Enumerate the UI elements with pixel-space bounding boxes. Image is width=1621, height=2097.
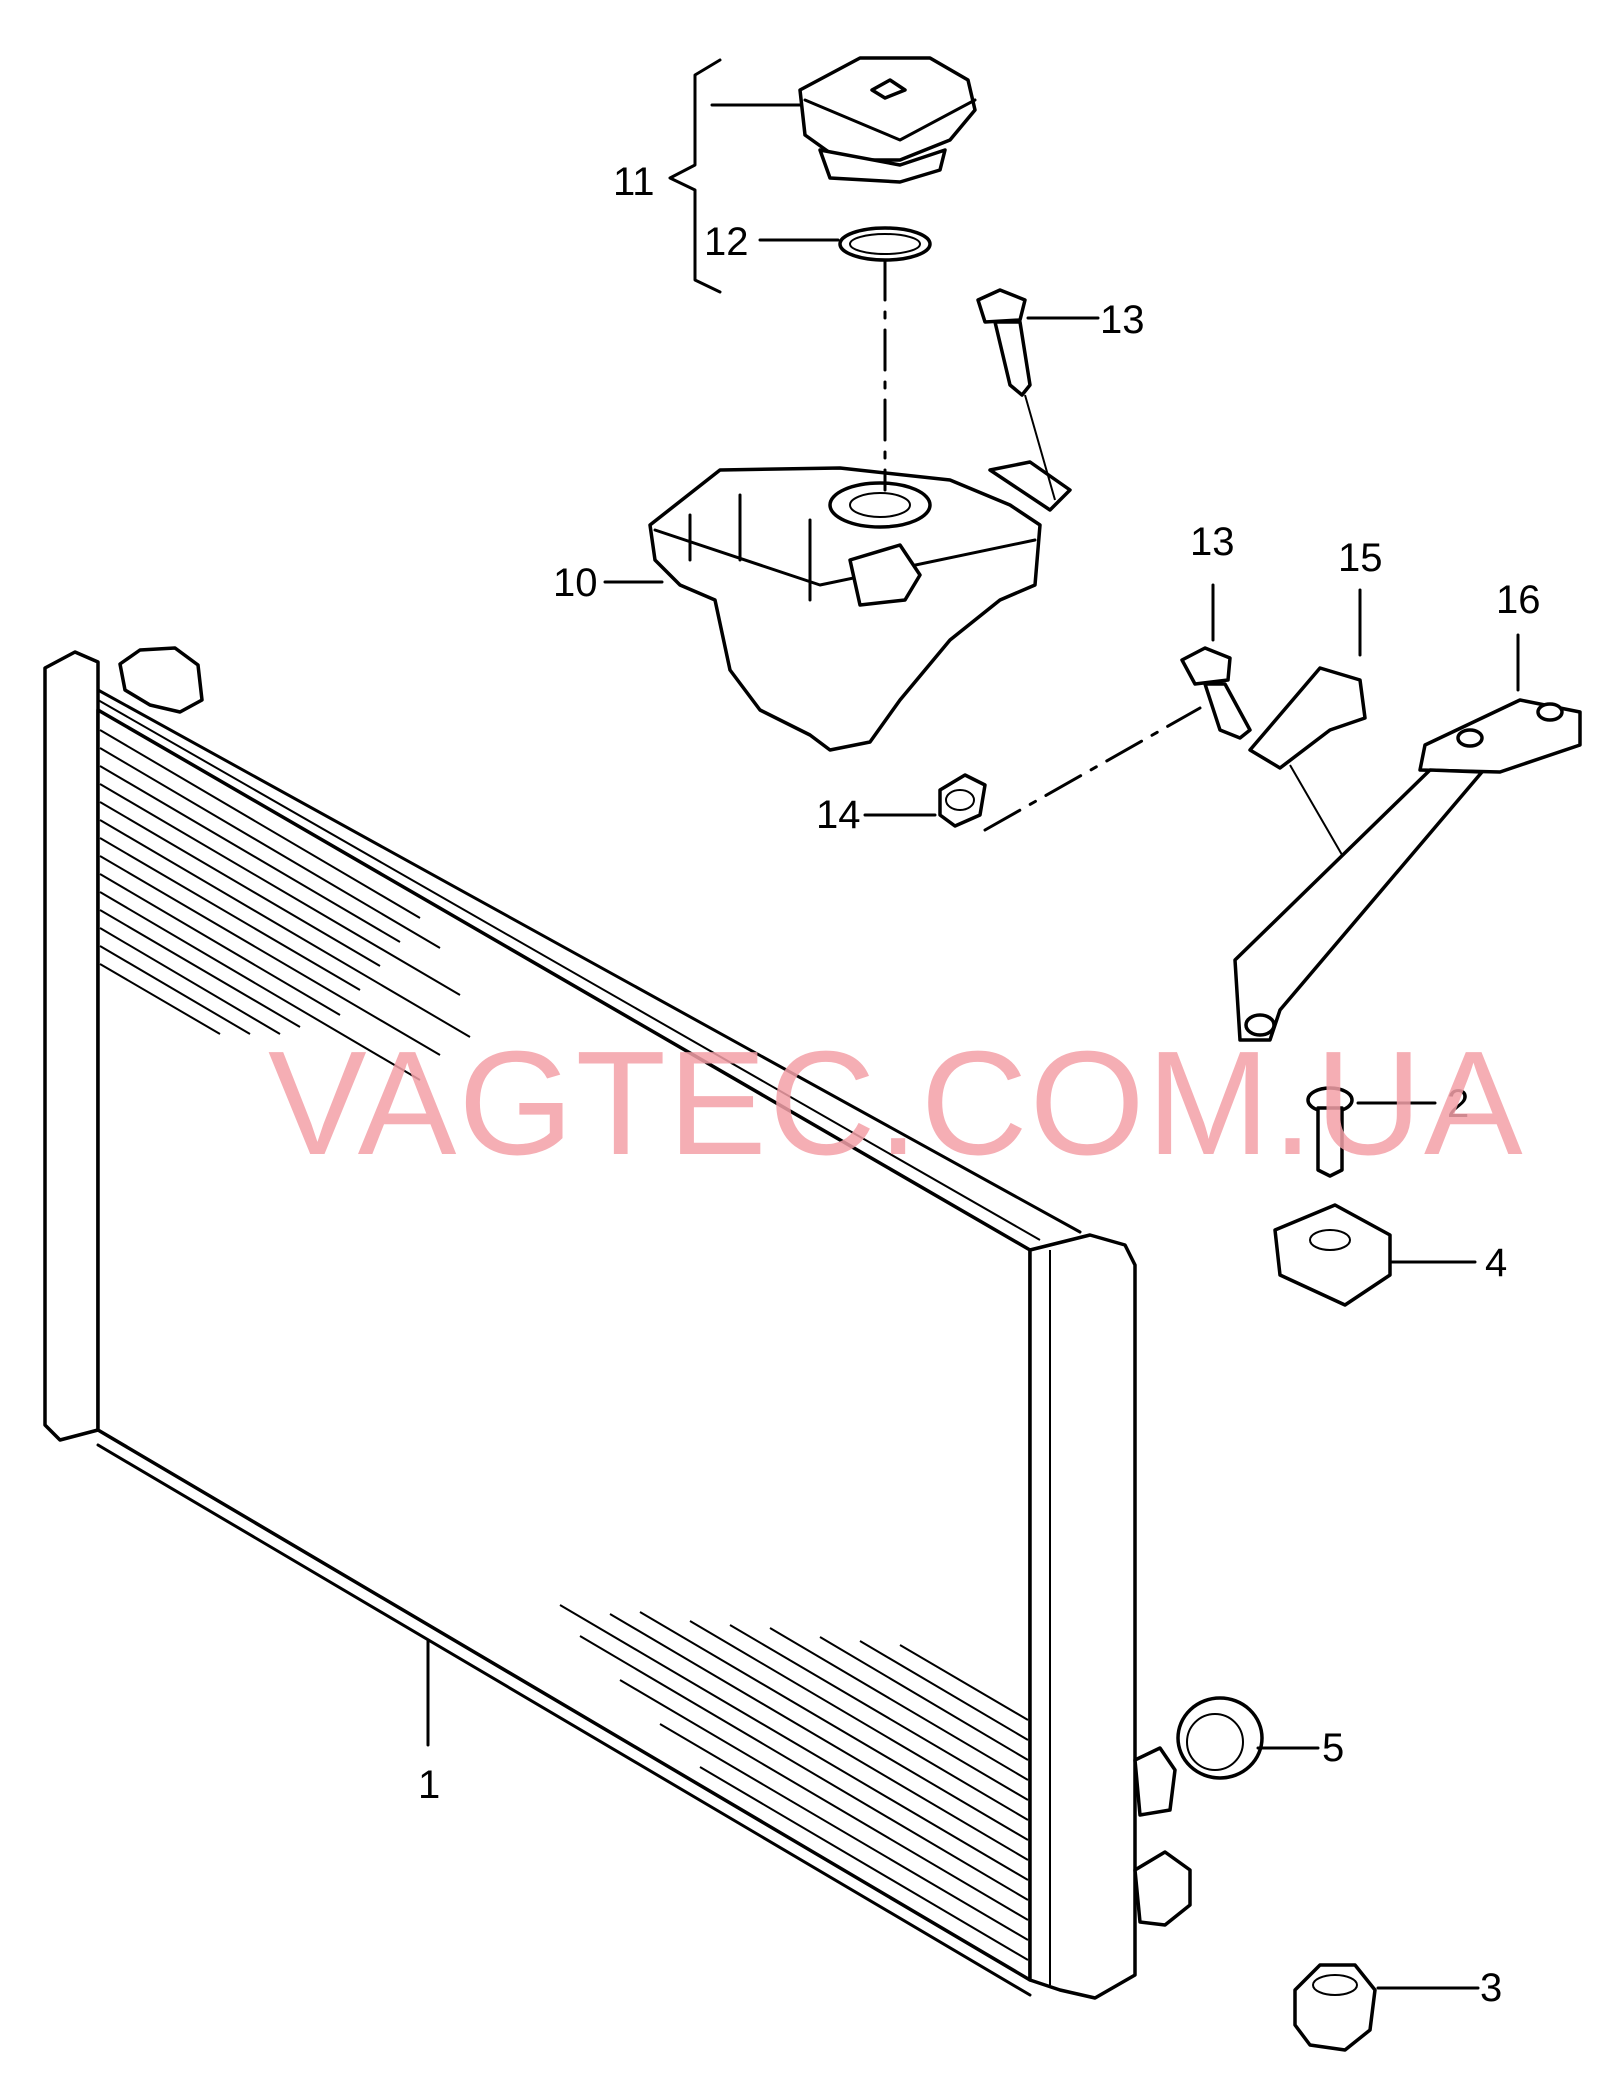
o-ring xyxy=(838,226,932,262)
callout-13-second: 13 xyxy=(1190,520,1235,564)
expansion-tank xyxy=(603,460,1072,752)
bolt-second xyxy=(1180,583,1252,740)
callout-15: 15 xyxy=(1338,536,1383,580)
callout-14: 14 xyxy=(816,793,861,837)
callout-1: 1 xyxy=(418,1763,441,1807)
group-bracket xyxy=(668,58,722,294)
bracket-15 xyxy=(1248,588,1367,861)
grommet-14 xyxy=(863,706,1202,832)
grommet-5 xyxy=(1176,1696,1320,1780)
callout-4: 4 xyxy=(1485,1241,1508,1285)
pin-2 xyxy=(1306,1086,1437,1178)
callout-3: 3 xyxy=(1480,1966,1503,2010)
callout-5: 5 xyxy=(1322,1726,1345,1770)
mount-3 xyxy=(1293,1963,1480,2052)
mount-4 xyxy=(1273,1203,1477,1307)
callout-10: 10 xyxy=(553,561,598,605)
filler-cap xyxy=(798,56,977,184)
callout-12: 12 xyxy=(704,220,749,264)
strut-16 xyxy=(1233,633,1582,1042)
radiator xyxy=(43,646,1192,2000)
callout-13-top: 13 xyxy=(1100,298,1145,342)
callout-2: 2 xyxy=(1447,1082,1470,1126)
callout-11: 11 xyxy=(613,160,655,204)
bolt-top xyxy=(976,288,1100,501)
callout-16: 16 xyxy=(1496,578,1541,622)
watermark-text: VAGTEC.COM.UA xyxy=(268,1021,1525,1186)
